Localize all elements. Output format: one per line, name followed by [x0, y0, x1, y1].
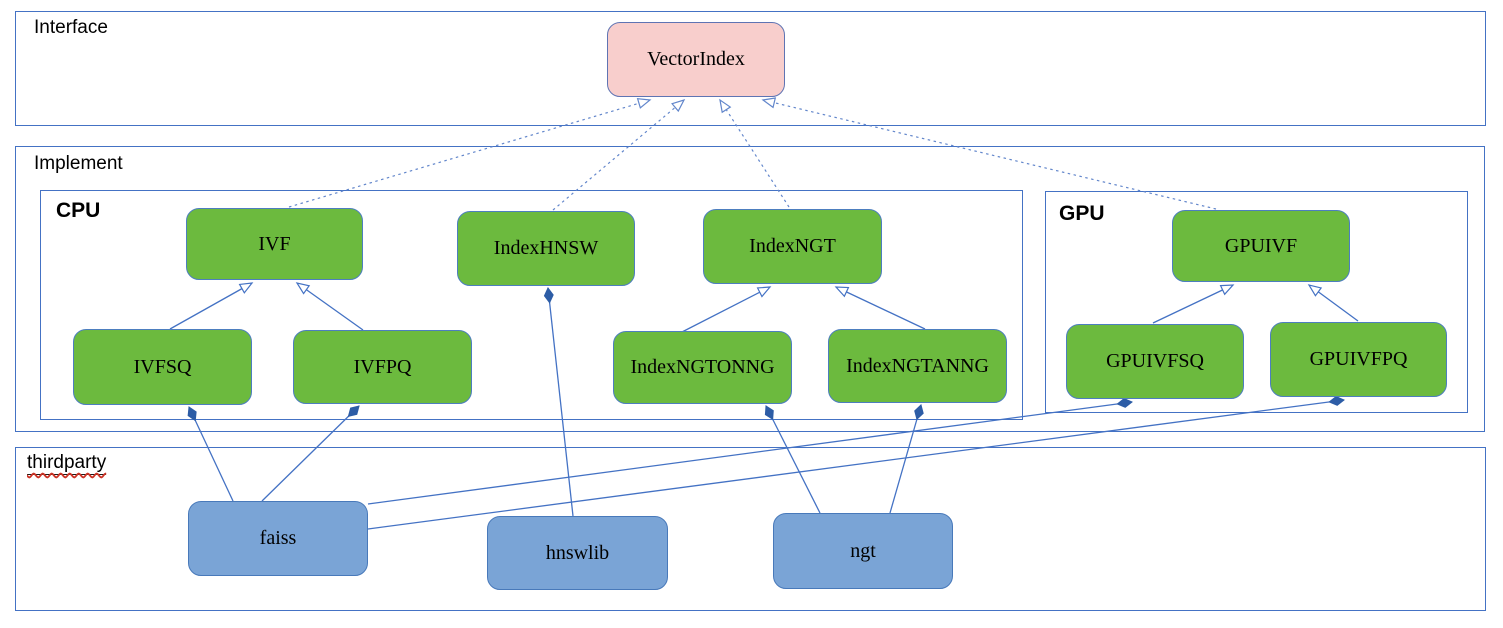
- node-label-gpuivfsq: GPUIVFSQ: [1106, 350, 1204, 372]
- container-thirdparty[interactable]: thirdparty: [15, 447, 1486, 611]
- node-faiss[interactable]: faiss: [188, 501, 368, 576]
- edge-indexngt-vectorindex[interactable]: [719, 98, 790, 208]
- node-label-ivfpq: IVFPQ: [353, 355, 412, 378]
- node-gpuivfsq[interactable]: GPUIVFSQ: [1066, 324, 1244, 399]
- node-indexngt[interactable]: IndexNGT: [703, 209, 882, 284]
- container-interface[interactable]: Interface: [15, 11, 1486, 126]
- edge-gpuivf-vectorindex[interactable]: [761, 97, 1217, 210]
- node-label-indexngtonng: IndexNGTONNG: [630, 356, 775, 378]
- edge-hnswlib-indexhnsw[interactable]: [543, 287, 574, 517]
- node-label-indexhnsw: IndexHNSW: [493, 237, 599, 259]
- edge-indexhnsw-vectorindex[interactable]: [552, 98, 686, 211]
- node-label-gpuivf: GPUIVF: [1224, 234, 1298, 257]
- container-gpu[interactable]: GPU: [1045, 191, 1468, 413]
- node-gpuivf[interactable]: GPUIVF: [1172, 210, 1350, 282]
- edge-gpuivfsq-gpuivf[interactable]: [1152, 284, 1235, 324]
- edge-ngt-indexngtanng[interactable]: [889, 404, 924, 514]
- edge-faiss-ivfsq[interactable]: [187, 406, 234, 502]
- node-indexhnsw[interactable]: IndexHNSW: [457, 211, 635, 286]
- container-gpu-label: GPU: [1059, 202, 1105, 225]
- container-interface-label: Interface: [34, 17, 108, 38]
- container-thirdparty-label: thirdparty: [27, 452, 107, 475]
- container-cpu[interactable]: CPU: [40, 190, 1023, 420]
- node-indexngtonng[interactable]: IndexNGTONNG: [613, 331, 792, 404]
- edge-ivfpq-ivf[interactable]: [295, 282, 364, 331]
- node-ivf[interactable]: IVF: [186, 208, 363, 280]
- container-implement-label: Implement: [34, 153, 123, 174]
- node-gpuivfpq[interactable]: GPUIVFPQ: [1270, 322, 1447, 397]
- container-cpu-label: CPU: [56, 199, 101, 222]
- node-vectorindex[interactable]: VectorIndex: [607, 22, 785, 97]
- edge-ngt-indexngtonng[interactable]: [764, 405, 821, 514]
- node-label-vectorindex: VectorIndex: [647, 48, 745, 70]
- node-ivfsq[interactable]: IVFSQ: [73, 329, 252, 405]
- node-label-ivf: IVF: [258, 232, 291, 255]
- node-label-indexngtanng: IndexNGTANNG: [846, 354, 989, 377]
- node-label-indexngt: IndexNGT: [749, 235, 836, 257]
- edge-faiss-ivfpq[interactable]: [261, 405, 360, 502]
- edge-faiss-gpuivfpq[interactable]: [367, 396, 1345, 530]
- node-ivfpq[interactable]: IVFPQ: [293, 330, 472, 404]
- node-hnswlib[interactable]: hnswlib: [487, 516, 668, 590]
- edge-indexngtonng-indexngt[interactable]: [681, 286, 772, 333]
- edge-gpuivfpq-gpuivf[interactable]: [1307, 284, 1359, 322]
- node-label-ivfsq: IVFSQ: [133, 355, 192, 378]
- node-ngt[interactable]: ngt: [773, 513, 953, 589]
- node-label-ngt: ngt: [850, 539, 876, 562]
- edge-ivf-vectorindex[interactable]: [288, 97, 652, 208]
- edge-ivfsq-ivf[interactable]: [169, 282, 254, 330]
- edge-faiss-gpuivfsq[interactable]: [367, 398, 1133, 505]
- node-label-faiss: faiss: [259, 527, 297, 549]
- node-indexngtanng[interactable]: IndexNGTANNG: [828, 329, 1007, 403]
- node-label-gpuivfpq: GPUIVFPQ: [1309, 348, 1408, 370]
- container-implement[interactable]: Implement: [15, 146, 1485, 432]
- node-label-hnswlib: hnswlib: [545, 541, 610, 564]
- edge-indexngtanng-indexngt[interactable]: [834, 286, 926, 330]
